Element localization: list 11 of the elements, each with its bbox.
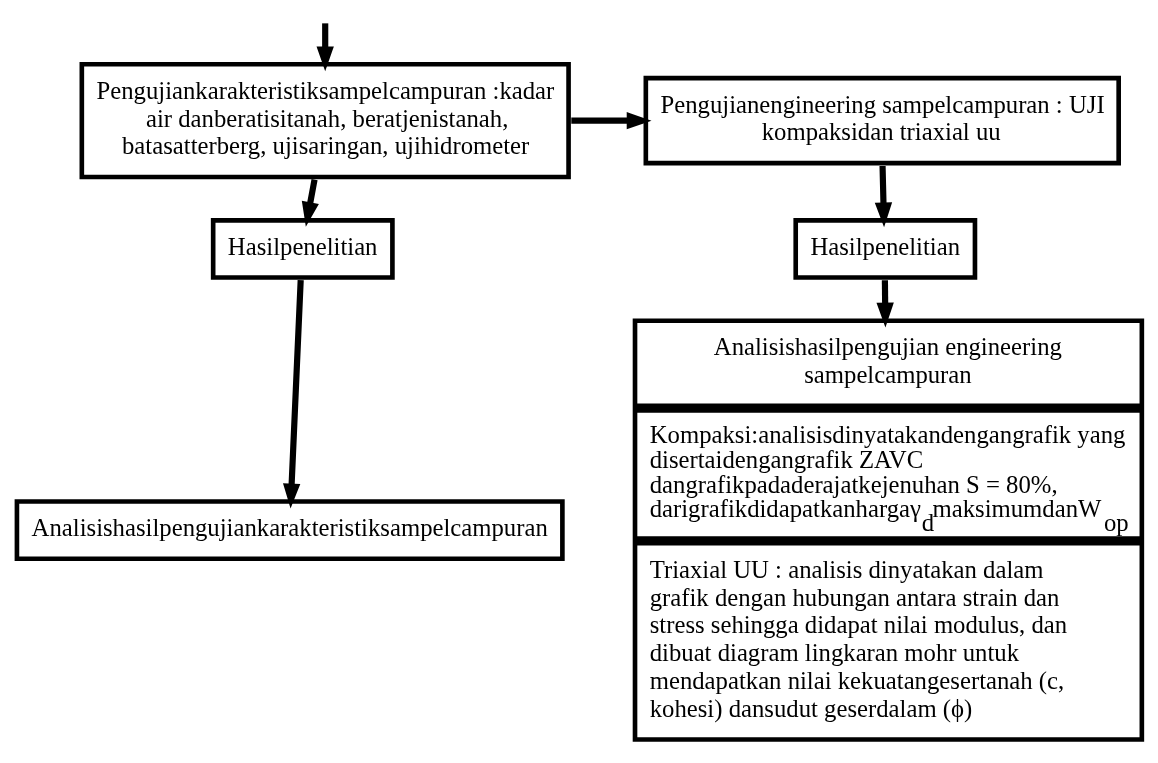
node-box: Hasilpenelitian — [210, 217, 395, 280]
arrow — [874, 165, 893, 227]
arrow — [571, 111, 652, 129]
arrow — [876, 279, 894, 328]
node-box: Pengujianengineering sampelcampuran : UJI kompaksidan triaxial uu — [643, 75, 1121, 165]
node-box: Analisishasilpengujiankarakteristiksampelcampuran — [14, 498, 565, 561]
arrow — [301, 178, 319, 227]
node-box: Pengujiankarakteristiksampelcampuran :kadar air danberatisitanah, beratjenistanah, batasatterberg, ujisaringan, ujihidrometer — [79, 61, 571, 179]
arrow — [283, 279, 304, 508]
node-box: Hasilpenelitian — [793, 217, 978, 280]
arrow — [316, 22, 334, 71]
